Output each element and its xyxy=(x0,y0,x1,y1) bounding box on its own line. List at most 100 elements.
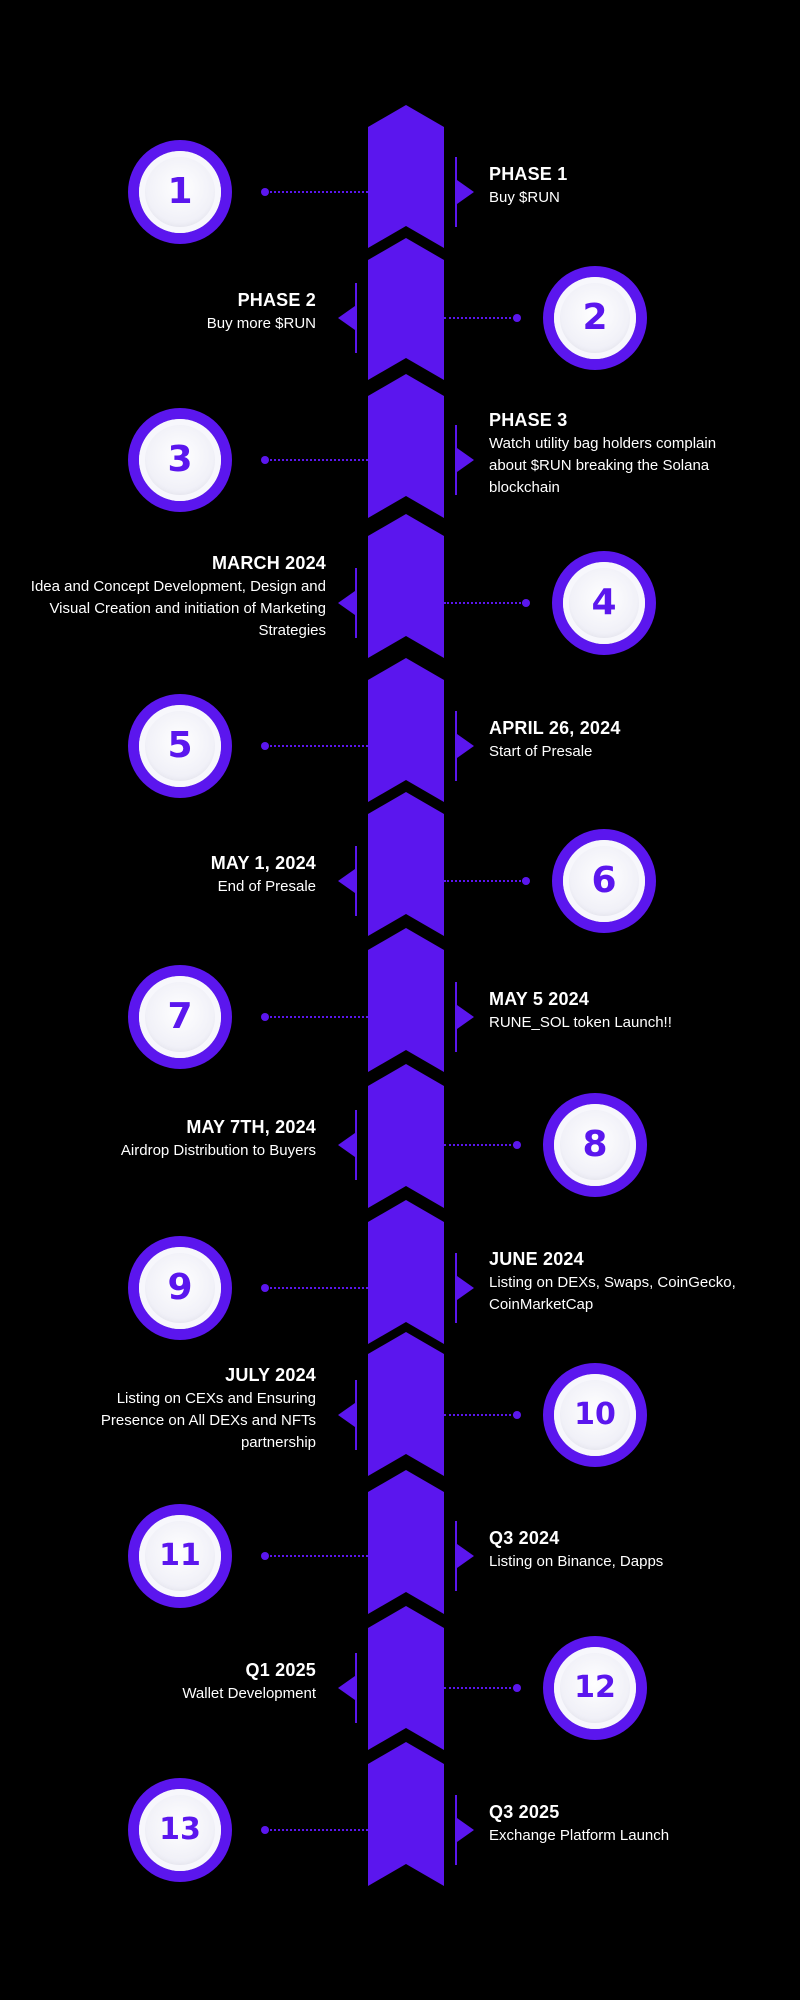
step-number-badge: 8 xyxy=(543,1093,647,1197)
triangle-left-icon xyxy=(338,1403,355,1427)
connector-dot xyxy=(513,1141,521,1149)
step-number: 4 xyxy=(591,582,617,623)
step-number-badge: 2 xyxy=(543,266,647,370)
badge-face: 11 xyxy=(139,1515,221,1597)
triangle-right-icon xyxy=(457,734,474,758)
milestone-title: APRIL 26, 2024 xyxy=(489,718,621,738)
milestone-title: PHASE 3 xyxy=(489,410,568,430)
dotted-connector xyxy=(444,1414,515,1416)
step-number: 1 xyxy=(167,171,193,212)
connector-dot xyxy=(261,1013,269,1021)
step-number-badge: 6 xyxy=(552,829,656,933)
milestone-title: MAY 5 2024 xyxy=(489,989,590,1009)
connector-dot xyxy=(261,1284,269,1292)
step-number: 3 xyxy=(167,439,193,480)
chevron-segment-6 xyxy=(368,792,444,936)
triangle-left-icon xyxy=(338,869,355,893)
step-number: 11 xyxy=(159,1538,201,1573)
chevron-segment-8 xyxy=(368,1064,444,1208)
triangle-right-icon xyxy=(457,1005,474,1029)
badge-face: 3 xyxy=(139,419,221,501)
step-number: 10 xyxy=(574,1397,616,1432)
dotted-connector xyxy=(266,1287,368,1289)
connector-dot xyxy=(513,1684,521,1692)
milestone-title: Q3 2025 xyxy=(489,1802,560,1822)
badge-face: 9 xyxy=(139,1247,221,1329)
marker-bar xyxy=(355,283,357,353)
badge-face: 4 xyxy=(563,562,645,644)
step-number-badge: 13 xyxy=(128,1778,232,1882)
milestone-description: Start of Presale xyxy=(489,743,593,760)
chevron-segment-12 xyxy=(368,1606,444,1750)
marker-bar xyxy=(355,1653,357,1723)
connector-dot xyxy=(261,456,269,464)
marker-bar xyxy=(355,1380,357,1450)
marker-bar xyxy=(355,1110,357,1180)
milestone-text: PHASE 3 Watch utility bag holders complai… xyxy=(489,409,754,499)
marker-bar xyxy=(455,1521,457,1591)
milestone-description: RUNE_SOL token Launch!! xyxy=(489,1014,672,1031)
triangle-left-icon xyxy=(338,1676,355,1700)
marker-bar xyxy=(455,425,457,495)
dotted-connector xyxy=(266,191,368,193)
step-number: 7 xyxy=(167,996,193,1037)
triangle-right-icon xyxy=(457,1544,474,1568)
marker-bar xyxy=(355,846,357,916)
chevron-segment-4 xyxy=(368,514,444,658)
badge-face: 1 xyxy=(139,151,221,233)
triangle-left-icon xyxy=(338,306,355,330)
milestone-title: MARCH 2024 xyxy=(211,553,326,573)
triangle-right-icon xyxy=(457,180,474,204)
milestone-description: End of Presale xyxy=(217,878,316,895)
step-number: 5 xyxy=(167,725,193,766)
milestone-title: JULY 2024 xyxy=(225,1365,316,1385)
milestone-description: Listing on DEXs, Swaps, CoinGecko, CoinM… xyxy=(489,1274,736,1313)
milestone-description: Buy $RUN xyxy=(489,189,560,206)
milestone-title: JUNE 2024 xyxy=(489,1249,584,1269)
chevron-segment-7 xyxy=(368,928,444,1072)
chevron-segment-10 xyxy=(368,1332,444,1476)
marker-bar xyxy=(455,1253,457,1323)
step-number: 6 xyxy=(591,860,617,901)
milestone-title: PHASE 2 xyxy=(237,290,316,310)
chevron-segment-5 xyxy=(368,658,444,802)
marker-bar xyxy=(455,157,457,227)
milestone-description: Watch utility bag holders complain about… xyxy=(489,435,717,496)
step-number-badge: 10 xyxy=(543,1363,647,1467)
marker-bar xyxy=(455,711,457,781)
chevron-segment-3 xyxy=(368,374,444,518)
chevron-segment-11 xyxy=(368,1470,444,1614)
chevron-segment-13 xyxy=(368,1742,444,1886)
chevron-segment-9 xyxy=(368,1200,444,1344)
chevron-segment-1 xyxy=(368,105,444,248)
step-number-badge: 3 xyxy=(128,408,232,512)
dotted-connector xyxy=(444,1144,515,1146)
badge-face: 5 xyxy=(139,705,221,787)
triangle-left-icon xyxy=(338,1133,355,1157)
triangle-left-icon xyxy=(338,591,355,615)
badge-face: 13 xyxy=(139,1789,221,1871)
dotted-connector xyxy=(444,880,524,882)
milestone-title: Q1 2025 xyxy=(245,1660,316,1680)
dotted-connector xyxy=(266,1016,368,1018)
step-number: 12 xyxy=(574,1670,616,1705)
step-number: 9 xyxy=(167,1267,193,1308)
step-number: 2 xyxy=(582,297,608,338)
step-number-badge: 12 xyxy=(543,1636,647,1740)
dotted-connector xyxy=(266,745,368,747)
milestone-title: MAY 1, 2024 xyxy=(210,853,316,873)
step-number-badge: 9 xyxy=(128,1236,232,1340)
triangle-right-icon xyxy=(457,1276,474,1300)
milestone-description: Idea and Concept Development, Design and… xyxy=(30,578,326,639)
marker-bar xyxy=(455,982,457,1052)
connector-dot xyxy=(261,742,269,750)
chevron-segment-2 xyxy=(368,238,444,380)
connector-dot xyxy=(513,1411,521,1419)
